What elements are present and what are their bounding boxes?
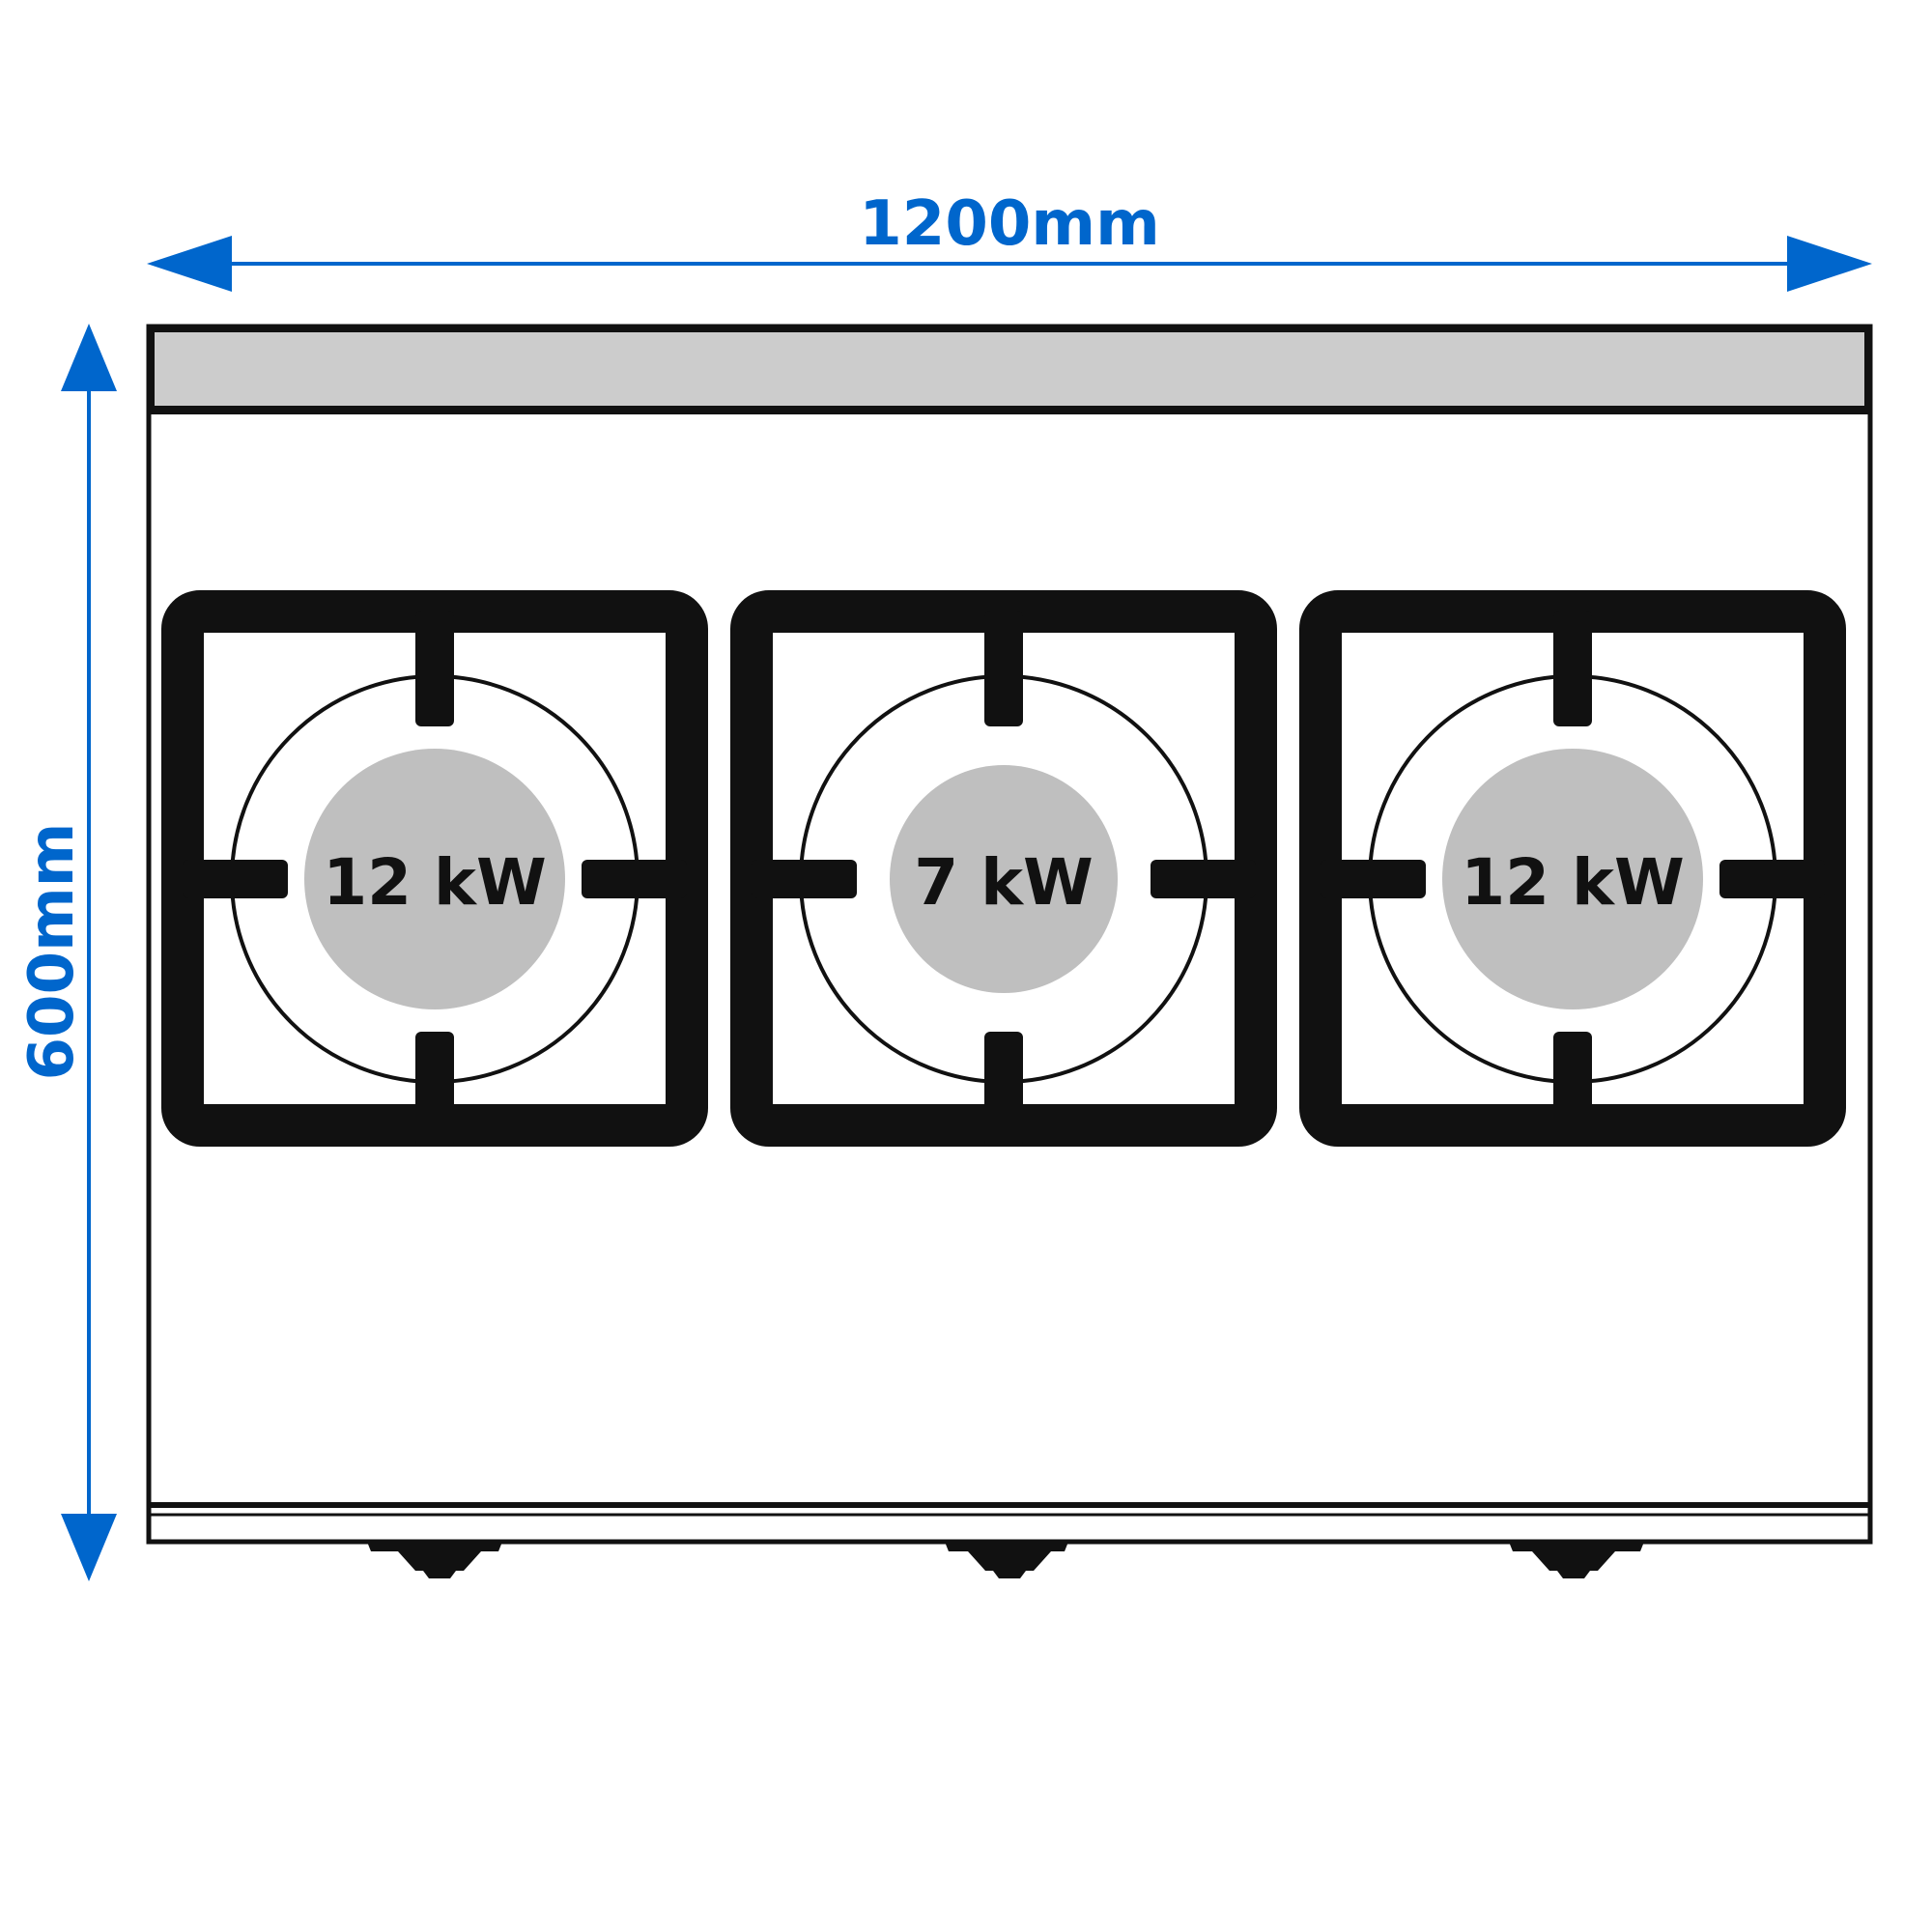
control-knob-right-icon xyxy=(1509,1542,1644,1578)
width-dimension: 1200mm xyxy=(147,188,1872,292)
burner-unit-right: 12 kW xyxy=(1299,590,1846,1147)
back-splash-panel xyxy=(151,328,1868,410)
burner-cap xyxy=(304,749,565,1009)
depth-arrow-down-icon xyxy=(61,1514,117,1581)
burner-unit-center: 7 kW xyxy=(730,590,1277,1147)
burner-cap xyxy=(1442,749,1703,1009)
control-knob-left-icon xyxy=(367,1542,502,1578)
grate-prong-right xyxy=(582,860,687,898)
grate-prong-right xyxy=(1719,860,1825,898)
burner-power-label: 7 kW xyxy=(914,845,1094,920)
depth-arrow-up-icon xyxy=(61,324,117,391)
grate-prong-top xyxy=(1553,611,1592,726)
width-dimension-label: 1200mm xyxy=(859,188,1160,260)
grate-prong-top xyxy=(984,611,1023,726)
burner-cap xyxy=(890,765,1118,993)
width-arrow-right-icon xyxy=(1787,236,1872,292)
depth-dimension: 600mm xyxy=(16,324,117,1581)
width-arrow-left-icon xyxy=(147,236,232,292)
grate-prong-right xyxy=(1151,860,1256,898)
grate-prong-left xyxy=(752,860,857,898)
control-knobs xyxy=(367,1542,1644,1578)
depth-dimension-label: 600mm xyxy=(16,823,88,1081)
grate-prong-bottom xyxy=(1553,1032,1592,1147)
burner-unit-left: 12 kW xyxy=(161,590,708,1147)
grate-prong-left xyxy=(1321,860,1426,898)
grate-prong-bottom xyxy=(415,1032,454,1147)
burner-power-label: 12 kW xyxy=(323,845,547,920)
grate-prong-bottom xyxy=(984,1032,1023,1147)
grate-prong-top xyxy=(415,611,454,726)
control-knob-center-icon xyxy=(945,1542,1068,1578)
grate-prong-left xyxy=(183,860,288,898)
burner-power-label: 12 kW xyxy=(1461,845,1685,920)
burner-row: 12 kW 7 kW 12 kW xyxy=(161,590,1846,1147)
